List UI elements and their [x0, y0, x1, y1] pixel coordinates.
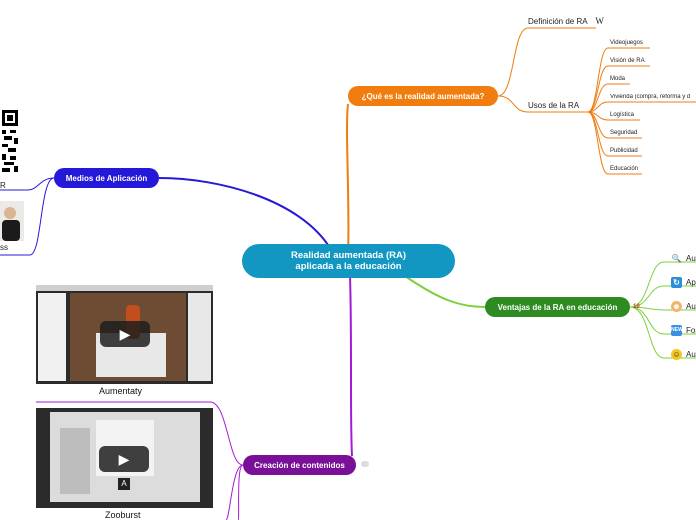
usos-item-6[interactable]: Publicidad	[610, 148, 638, 154]
video-thumbnail-aumentaty[interactable]: ▶	[36, 285, 213, 384]
play-icon[interactable]: ▶	[100, 321, 150, 347]
usos-item-3[interactable]: Vivienda (compra, reforma y d	[610, 94, 691, 100]
ventajas-item-3-label: For	[686, 326, 696, 335]
ventajas-item-1-label: Ap	[686, 278, 696, 287]
medios-item-qr[interactable]: R	[0, 181, 6, 190]
person-photo-image[interactable]	[0, 201, 24, 241]
qr-code-image[interactable]	[0, 108, 20, 176]
ventajas-item-4-label: Au	[686, 350, 696, 359]
smiley-icon: ☺	[671, 349, 682, 360]
new-icon: NEW	[671, 325, 683, 336]
ventajas-item-0-label: Au	[686, 254, 696, 263]
central-topic-line1: Realidad aumentada (RA)	[290, 250, 407, 261]
medios-item-photo[interactable]: ss	[0, 243, 8, 252]
usos-item-7[interactable]: Educación	[610, 166, 639, 172]
subtopic-definicion-label: Definición de RA	[528, 17, 588, 26]
usos-item-1[interactable]: Visión de RA	[610, 58, 645, 64]
refresh-icon: ↻	[671, 277, 682, 288]
magnifier-icon: 🔍	[671, 254, 682, 263]
topic-creacion-contenidos[interactable]: Creación de contenidos	[243, 455, 356, 475]
ventajas-count-badge: 10	[633, 304, 640, 310]
ventajas-item-2-label: Au	[686, 302, 696, 311]
video-caption-aumentaty[interactable]: Aumentaty	[99, 386, 143, 396]
usos-item-0[interactable]: Videojuegos	[610, 40, 643, 46]
video-caption-zooburst[interactable]: Zooburst	[105, 510, 141, 520]
topic-ventajas[interactable]: Ventajas de la RA en educación	[485, 297, 630, 317]
video-thumbnail-zooburst[interactable]: ▶ A	[36, 408, 213, 508]
usos-item-5[interactable]: Seguridad	[610, 130, 638, 136]
topic-medios-aplicacion[interactable]: Medios de Aplicación	[54, 168, 159, 188]
central-topic-line2: aplicada a la educación	[295, 261, 402, 272]
topic-que-es-ra[interactable]: ¿Qué es la realidad aumentada?	[348, 86, 498, 106]
usos-item-4[interactable]: Logística	[610, 112, 635, 118]
text-logo-icon: A	[118, 478, 130, 490]
wikipedia-icon: W	[595, 16, 604, 26]
collapse-handle-icon[interactable]	[361, 461, 369, 467]
subtopic-usos[interactable]: Usos de la RA	[528, 101, 580, 110]
subtopic-definicion[interactable]: Definición de RA W	[528, 16, 604, 26]
play-icon[interactable]: ▶	[99, 446, 149, 472]
usos-item-2[interactable]: Moda	[610, 76, 626, 82]
central-topic[interactable]: Realidad aumentada (RA) aplicada a la ed…	[242, 244, 455, 278]
person-icon: ☻	[671, 301, 682, 312]
